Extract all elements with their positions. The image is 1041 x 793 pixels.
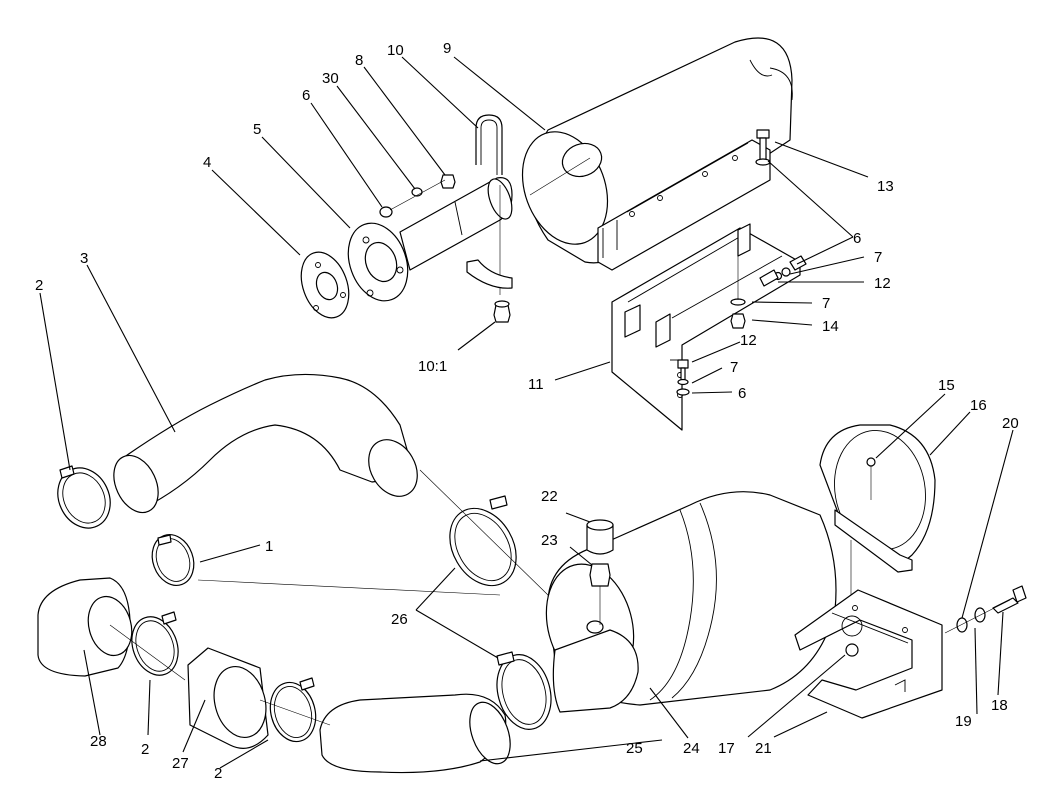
air-cleaner-body: [545, 491, 837, 713]
flange-washer-nut: [379, 174, 456, 218]
callout-1: 1: [265, 538, 273, 555]
callout-25: 25: [626, 740, 643, 757]
callout-6: 6: [302, 87, 310, 104]
callout-8: 8: [355, 52, 363, 69]
callout-22: 22: [541, 488, 558, 505]
callout-7: 7: [874, 249, 882, 266]
callout-23: 23: [541, 532, 558, 549]
callout-3: 3: [80, 250, 88, 267]
callout-19: 19: [955, 713, 972, 730]
callout-7: 7: [730, 359, 738, 376]
callout-2: 2: [141, 741, 149, 758]
callout-10: 10: [387, 42, 404, 59]
alignment-lines: [109, 157, 739, 726]
mount-bracket-21: [794, 589, 943, 719]
u-bolt-nut: [493, 300, 511, 323]
callout-13: 13: [877, 178, 894, 195]
hose-clamp-2-mid: [131, 611, 179, 676]
hose-3: [113, 373, 418, 514]
callout-27: 27: [172, 755, 189, 772]
callout-2: 2: [35, 277, 43, 294]
muffler-mounting-bracket: [597, 139, 771, 271]
air-cleaner-band-16: [819, 424, 936, 600]
callout-5: 5: [253, 121, 261, 138]
indicator-22: [586, 519, 614, 555]
callout-11: 11: [528, 376, 544, 393]
callout-18: 18: [991, 697, 1008, 714]
coupler-27: [187, 647, 269, 749]
hose-clamp-26-upper: [449, 495, 517, 587]
callout-30: 30: [322, 70, 339, 87]
callout-4: 4: [203, 154, 211, 171]
u-bolt: [475, 114, 503, 295]
hose-clamp-26-lower: [496, 651, 552, 730]
adapter-23: [589, 563, 611, 625]
callout-7: 7: [822, 295, 830, 312]
bolt-18-washers: [944, 585, 1027, 634]
callout-12: 12: [874, 275, 891, 292]
exhaust-pipe: [399, 177, 513, 271]
exhaust-flange: [347, 222, 409, 302]
muffler: [521, 37, 793, 264]
callout-14: 14: [822, 318, 839, 335]
hose-clamp-1: [151, 534, 195, 586]
hose-clamp-2-top: [57, 465, 111, 529]
leader-lines: [39, 56, 1014, 769]
callout-labels: 1 2 2 2 3 4 5 6 6 6 7 7 7 8 9 10 10:1 11…: [35, 40, 1019, 782]
callout-24: 24: [683, 740, 700, 757]
callout-6: 6: [738, 385, 746, 402]
callout-21: 21: [755, 740, 772, 757]
bracket-bolt-13: [755, 129, 771, 166]
elbow-28: [37, 577, 133, 677]
support-bracket: [611, 223, 801, 431]
callout-17: 17: [718, 740, 735, 757]
callout-6: 6: [853, 230, 861, 247]
callout-28: 28: [90, 733, 107, 750]
callout-16: 16: [970, 397, 987, 414]
callout-12: 12: [740, 332, 757, 349]
muffler-clamp-strap: [466, 259, 513, 289]
hose-25: [319, 693, 511, 774]
callout-20: 20: [1002, 415, 1019, 432]
callout-10-1: 10:1: [418, 358, 447, 375]
callout-26: 26: [391, 611, 408, 628]
callout-15: 15: [938, 377, 955, 394]
exhaust-gasket: [300, 251, 350, 319]
callout-9: 9: [443, 40, 451, 57]
callout-2: 2: [214, 765, 222, 782]
